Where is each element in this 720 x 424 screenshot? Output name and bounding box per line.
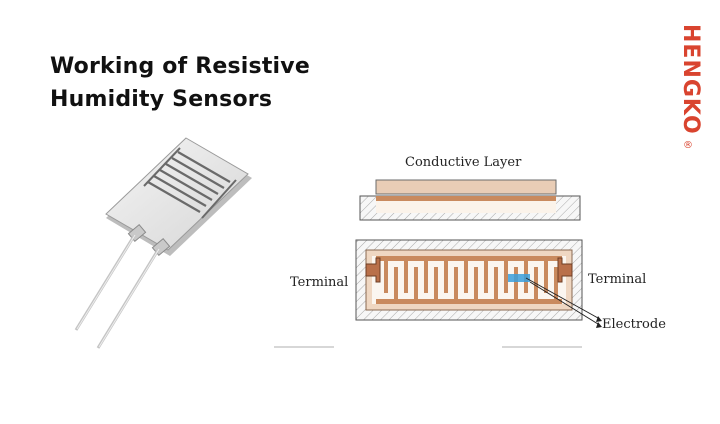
title-line-2: Humidity Sensors: [50, 87, 273, 112]
brand-registered-mark: ®: [683, 140, 693, 150]
divider-right: [502, 346, 582, 348]
divider-left: [274, 346, 334, 348]
page-title: Working of Resistive Humidity Sensors: [50, 50, 310, 116]
conductive-layer-label: Conductive Layer: [405, 155, 522, 170]
conductive-layer: [359, 179, 581, 221]
sensor-leads: [74, 235, 160, 349]
sensor-image-icon: [74, 137, 252, 349]
electrode-label: Electrode: [602, 317, 666, 332]
terminal-pads: [365, 257, 573, 283]
sensor-structure-diagram: Conductive Layer: [290, 155, 666, 332]
electrode-leader-lines: [525, 277, 599, 325]
terminal-left-label: Terminal: [290, 275, 348, 290]
hengko-logo-icon: HENGKO ®: [678, 24, 703, 150]
substrate: [355, 239, 583, 321]
electrode-highlight: [508, 274, 530, 282]
terminal-right-label: Terminal: [588, 272, 646, 287]
title-line-1: Working of Resistive: [50, 54, 310, 79]
brand-logo-text: HENGKO: [678, 24, 703, 135]
sensor-board: [105, 137, 252, 257]
